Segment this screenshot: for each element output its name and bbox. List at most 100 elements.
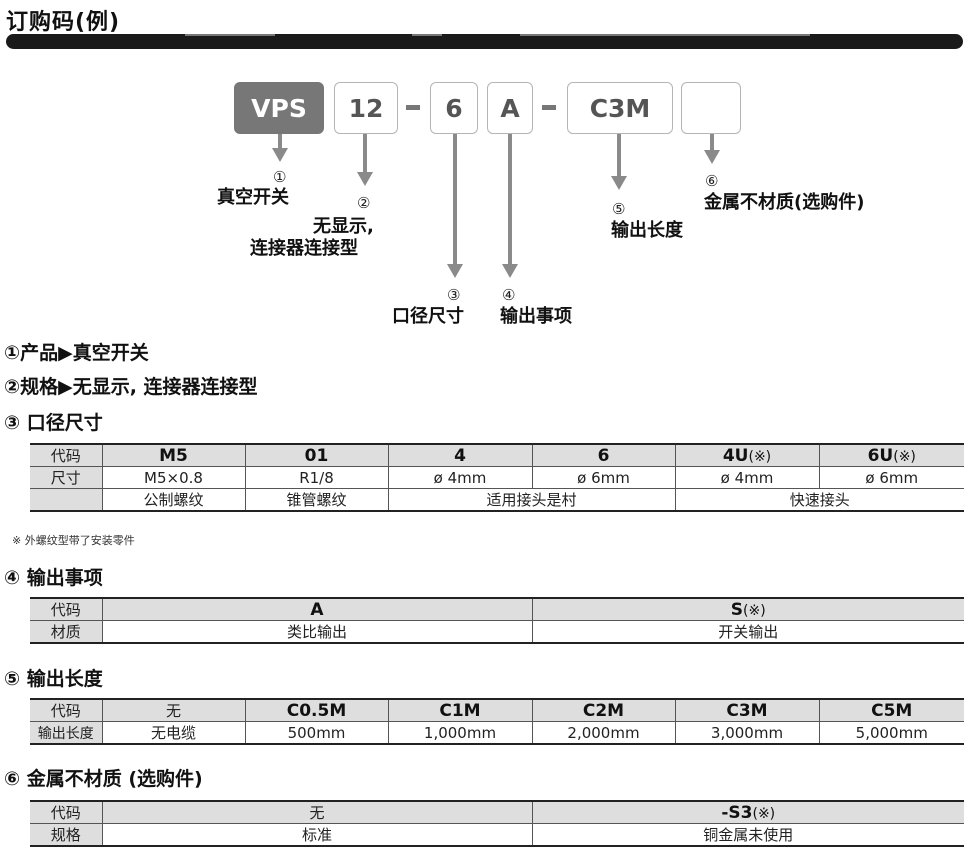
callout-label-6: 金属不材质(选购件) (704, 192, 865, 213)
row-header-code: 代码 (30, 597, 103, 621)
value-cell: 500mm (244, 721, 389, 745)
callout-number-6: ⑥ (705, 172, 719, 190)
callout-number-2: ② (357, 194, 371, 212)
section-heading-output: ④ 输出事项 (4, 567, 103, 589)
material-table: 代码 无 -S3(※) 规格 标准 铜金属未使用 (30, 800, 964, 847)
row-header-material: 材质 (30, 620, 103, 644)
port-size-table: 代码 M5 01 4 6 4U(※) 6U(※) 尺寸 M5×0.8 R1/8 … (30, 443, 964, 512)
note-mark: (※) (748, 448, 772, 465)
separator-dash (542, 105, 556, 110)
value-cell: 标准 (101, 823, 533, 847)
callout-label-1: 真空开关 (217, 187, 289, 208)
code-box-length: C3M (567, 82, 673, 134)
thread-type-cell: 适用接头是村 (387, 488, 676, 512)
arrow-down-icon (447, 264, 463, 278)
code-cell: -S3(※) (531, 800, 964, 824)
separator-dash (406, 105, 420, 110)
value-cell: 1,000mm (387, 721, 533, 745)
code-cell: S(※) (531, 597, 964, 621)
arrow-line (278, 134, 282, 150)
value-cell: 2,000mm (531, 721, 676, 745)
thread-type-cell: 锥管螺纹 (244, 488, 389, 512)
value-cell: 类比输出 (101, 620, 533, 644)
row-header-blank (30, 488, 103, 512)
row-header-code: 代码 (30, 698, 103, 722)
size-cell: ø 6mm (818, 466, 964, 489)
code-cell: 4U(※) (674, 443, 820, 467)
size-cell: M5×0.8 (101, 466, 246, 489)
size-cell: ø 6mm (531, 466, 676, 489)
arrow-down-icon (357, 172, 373, 186)
product-line: ①产品▶真空开关 (4, 342, 149, 364)
footnote: ※ 外螺纹型带了安装零件 (12, 534, 135, 547)
code-cell: 无 (101, 698, 246, 722)
row-header-length: 输出长度 (30, 721, 103, 745)
size-cell: ø 4mm (674, 466, 820, 489)
arrow-line (508, 134, 512, 266)
value-cell: 铜金属未使用 (531, 823, 964, 847)
arrow-down-icon (704, 150, 720, 164)
value-cell: 开关输出 (531, 620, 964, 644)
callout-number-1: ① (273, 168, 287, 186)
arrow-down-icon (272, 148, 288, 162)
code-box-material (681, 82, 741, 134)
row-header-size: 尺寸 (30, 466, 103, 489)
value-cell: 3,000mm (674, 721, 820, 745)
row-header-code: 代码 (30, 800, 103, 824)
callout-number-4: ④ (502, 286, 516, 304)
callout-label-5: 输出长度 (611, 220, 683, 241)
code-cell: 4 (387, 443, 533, 467)
code-cell: A (101, 597, 533, 621)
code-cell: 6U(※) (818, 443, 964, 467)
callout-number-3: ③ (447, 286, 461, 304)
code-cell: C3M (674, 698, 820, 722)
code-cell: C1M (387, 698, 533, 722)
code-cell: C5M (818, 698, 964, 722)
arrow-line (363, 134, 367, 174)
title-divider-bar (6, 34, 963, 49)
title-bar-highlight (520, 34, 810, 36)
callout-label-4: 输出事项 (500, 306, 572, 327)
code-text: 4U (722, 445, 749, 466)
thread-type-cell: 快速接头 (674, 488, 964, 512)
code-cell: C0.5M (244, 698, 389, 722)
section-heading-material: ⑥ 金属不材质 (选购件) (4, 768, 203, 790)
code-cell: C2M (531, 698, 676, 722)
size-cell: ø 4mm (387, 466, 533, 489)
code-text: S (730, 599, 744, 620)
arrow-line (710, 134, 714, 152)
length-table: 代码 无 C0.5M C1M C2M C3M C5M 输出长度 无电缆 500m… (30, 698, 964, 745)
size-cell: R1/8 (244, 466, 389, 489)
value-cell: 无电缆 (101, 721, 246, 745)
note-mark: (※) (893, 448, 916, 465)
arrow-down-icon (611, 176, 627, 190)
output-table: 代码 A S(※) 材质 类比输出 开关输出 (30, 597, 964, 644)
callout-number-5: ⑤ (612, 200, 626, 218)
spec-line: ②规格▶无显示, 连接器连接型 (4, 376, 258, 398)
callout-label-2b: 连接器连接型 (250, 238, 358, 259)
code-cell: 6 (531, 443, 676, 467)
title-bar-highlight (412, 34, 442, 36)
code-text: 6U (867, 445, 894, 466)
section-heading-port-size: ③ 口径尺寸 (4, 412, 103, 434)
row-header-spec: 规格 (30, 823, 103, 847)
code-cell: M5 (101, 443, 246, 467)
arrow-down-icon (502, 264, 518, 278)
thread-type-cell: 公制螺纹 (101, 488, 246, 512)
code-box-display: 12 (334, 82, 398, 134)
code-cell: 01 (244, 443, 389, 467)
title-bar-highlight (185, 34, 275, 36)
arrow-line (617, 134, 621, 178)
note-mark: (※) (752, 805, 776, 822)
value-cell: 5,000mm (818, 721, 964, 745)
arrow-line (453, 134, 457, 266)
code-cell: 无 (101, 800, 533, 824)
page-title: 订购码(例) (6, 10, 121, 35)
code-box-product: VPS (234, 82, 324, 134)
code-box-port: 6 (430, 82, 478, 134)
code-text: -S3 (721, 802, 753, 823)
note-mark: (※) (743, 602, 766, 619)
row-header-code: 代码 (30, 443, 103, 467)
callout-label-3: 口径尺寸 (392, 306, 464, 327)
callout-label-2a: 无显示, (313, 216, 374, 237)
